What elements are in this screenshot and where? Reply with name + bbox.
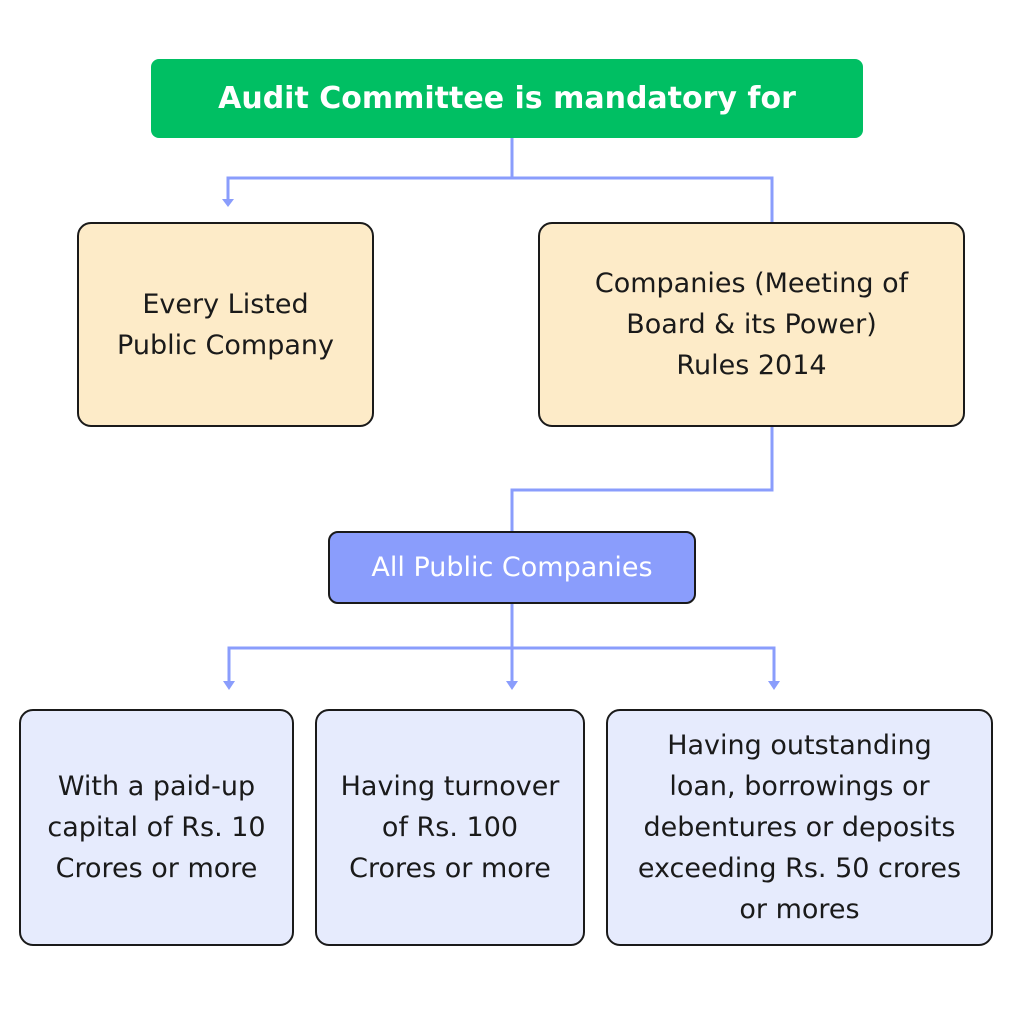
arrowhead-criteria-1 xyxy=(223,681,235,690)
rules-2014-node: Companies (Meeting of Board & its Power)… xyxy=(538,222,965,427)
connector-root-to-rules xyxy=(512,176,774,222)
criterion-turnover: Having turnover of Rs. 100 Crores or mor… xyxy=(315,709,585,946)
listed-company-node: Every Listed Public Company xyxy=(77,222,374,427)
root-node-label: Audit Committee is mandatory for xyxy=(218,81,796,116)
arrowhead-listed xyxy=(222,199,234,207)
criterion-label: Having turnover of Rs. 100 Crores or mor… xyxy=(340,771,560,884)
root-node: Audit Committee is mandatory for xyxy=(151,59,863,138)
connector-root-to-listed xyxy=(226,138,514,200)
rules-2014-label: Companies (Meeting of Board & its Power)… xyxy=(594,268,909,381)
arrowhead-criteria-3 xyxy=(768,681,780,690)
connector-public-to-criteria-3 xyxy=(512,646,776,682)
criterion-paid-up-capital: With a paid-up capital of Rs. 10 Crores … xyxy=(19,709,294,946)
listed-company-label: Every Listed Public Company xyxy=(117,288,334,361)
public-companies-node: All Public Companies xyxy=(328,531,696,604)
public-companies-label: All Public Companies xyxy=(371,552,653,583)
connector-public-to-criteria-1 xyxy=(227,604,514,682)
criterion-label: With a paid-up capital of Rs. 10 Crores … xyxy=(47,771,266,884)
connector-rules-to-public xyxy=(510,427,774,531)
criterion-label: Having outstanding loan, borrowings or d… xyxy=(637,730,962,925)
criterion-outstanding-loans: Having outstanding loan, borrowings or d… xyxy=(606,709,993,946)
arrowhead-criteria-2 xyxy=(506,681,518,690)
